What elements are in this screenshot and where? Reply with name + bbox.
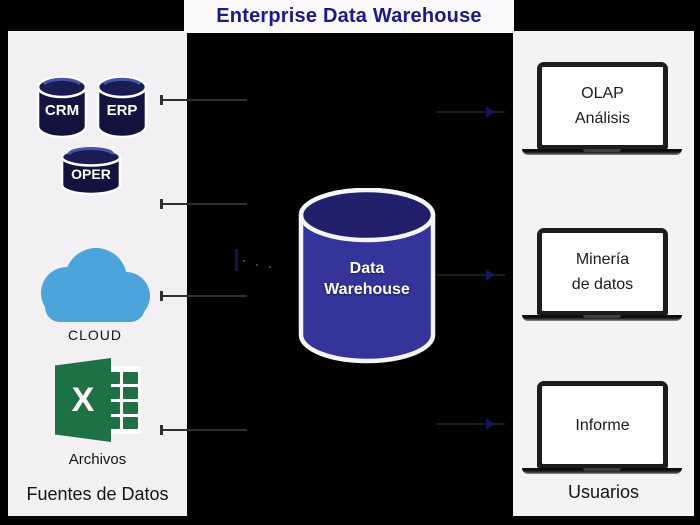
users-caption: Usuarios: [567, 482, 640, 502]
title-band: Enterprise Data Warehouse: [184, 0, 514, 33]
connector-line: [161, 295, 247, 297]
excel-x-glyph: X: [71, 380, 95, 419]
connector-line: [161, 203, 247, 205]
laptop-icon: Informe: [537, 381, 668, 468]
database-crm: CRM: [36, 76, 88, 140]
laptop-informe: Informe: [537, 381, 668, 468]
laptop-label-line: OLAP: [581, 85, 624, 102]
faint-dot: [256, 264, 258, 266]
faint-dot: [243, 260, 245, 262]
database-erp: ERP: [96, 76, 148, 140]
cloud-label: CLOUD: [67, 327, 122, 343]
cloud-icon: [33, 247, 157, 323]
arrow-right-icon: [486, 418, 495, 430]
database-icon: [60, 147, 122, 196]
laptop-label-line: de datos: [571, 276, 634, 293]
connector-line: [437, 423, 505, 425]
laptop-olap: OLAP Análisis: [537, 62, 668, 149]
arrow-right-icon: [486, 269, 495, 281]
laptop-screen: Informe: [542, 386, 663, 464]
laptop-base-notch: [583, 149, 621, 152]
warehouse-label-line2: Warehouse: [324, 281, 410, 298]
excel-sheet-grid: [105, 366, 141, 434]
arrow-right-icon: [486, 106, 495, 118]
database-icon: [36, 76, 88, 139]
laptop-screen: Minería de datos: [542, 233, 663, 311]
users-panel: OLAP Análisis Minería de datos: [513, 31, 694, 516]
database-icon: [96, 76, 148, 139]
connector-line: [437, 111, 505, 113]
files-label: Archivos: [68, 451, 127, 468]
warehouse-cylinder: Data Warehouse: [297, 187, 437, 367]
laptop-base: [522, 315, 682, 321]
laptop-label-line: Análisis: [574, 110, 631, 127]
faint-arrow-mark: [235, 249, 238, 271]
laptop-icon: OLAP Análisis: [537, 62, 668, 149]
laptop-base-notch: [583, 468, 621, 471]
sources-caption: Fuentes de Datos: [26, 484, 169, 504]
laptop-label-line: Minería: [575, 251, 630, 268]
excel-book-cover: X: [55, 358, 111, 442]
laptop-label-line: Informe: [575, 416, 630, 434]
warehouse-label-line1: Data: [349, 260, 385, 277]
connector-line: [161, 429, 247, 431]
database-label: OPER: [71, 166, 111, 182]
connector-line: [161, 99, 247, 101]
page-title: Enterprise Data Warehouse: [216, 5, 482, 27]
faint-dot: [269, 266, 271, 268]
laptop-mineria: Minería de datos: [537, 228, 668, 315]
warehouse-label: Data Warehouse: [297, 258, 437, 300]
database-label: CRM: [44, 102, 80, 119]
connector-line: [437, 274, 505, 276]
laptop-screen: OLAP Análisis: [542, 67, 663, 145]
laptop-icon: Minería de datos: [537, 228, 668, 315]
laptop-base: [522, 468, 682, 474]
database-label: ERP: [106, 102, 138, 119]
excel-icon: X: [55, 358, 141, 442]
laptop-base: [522, 149, 682, 155]
cylinder-icon: [298, 187, 436, 364]
database-oper: OPER: [60, 147, 122, 197]
laptop-base-notch: [583, 315, 621, 318]
